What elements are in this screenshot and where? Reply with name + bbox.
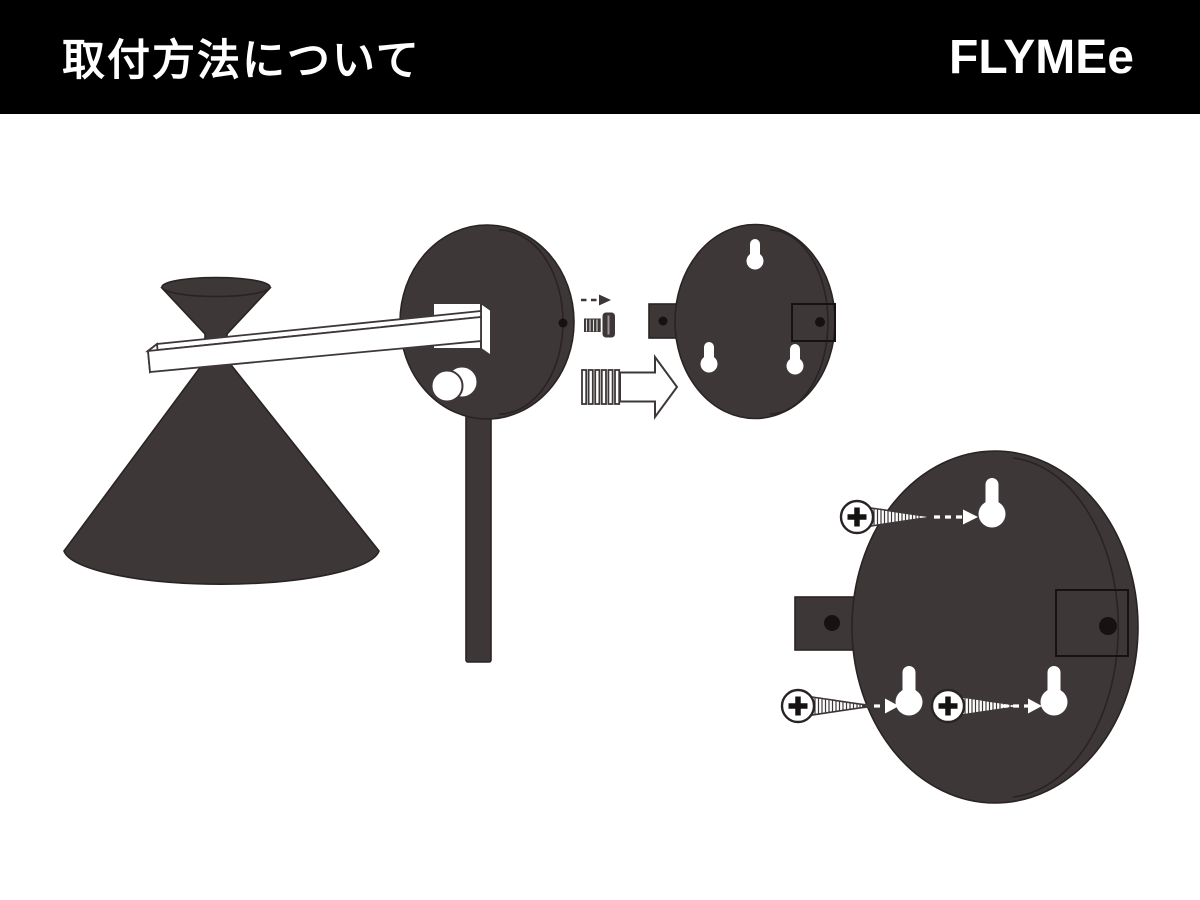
shade-cone — [63, 344, 380, 585]
bracket-rim — [769, 229, 829, 415]
set-screw-arrow — [581, 294, 611, 306]
page-title: 取付方法について — [62, 37, 421, 85]
bracket-right-tab — [791, 303, 836, 342]
bracket-rim — [1012, 457, 1120, 798]
wall-bracket-rear-view — [648, 223, 836, 420]
attach-direction-arrow — [581, 353, 679, 421]
tab-hole — [824, 615, 840, 631]
arrowhead-icon — [885, 698, 899, 714]
power-cord — [465, 414, 492, 663]
block-arrow-icon — [619, 353, 679, 421]
set-screw — [584, 312, 615, 338]
wall-bracket-enlarged-view — [794, 450, 1139, 804]
arrowhead-icon — [963, 509, 978, 525]
arm-front-face — [147, 316, 482, 373]
canopy-knob — [430, 365, 479, 403]
tab-hole — [1099, 617, 1117, 635]
phillips-screw-top — [839, 499, 978, 535]
shade-top-opening — [161, 276, 271, 298]
tab-hole — [815, 317, 825, 327]
header-bar: 取付方法について FLYMEe — [0, 0, 1200, 114]
phillips-screw-bottom-middle — [930, 688, 1042, 724]
tab-hole — [658, 316, 668, 326]
arrowhead-icon — [1028, 698, 1042, 714]
wall-lamp-side-view — [63, 276, 380, 585]
mounting-arm — [144, 310, 482, 374]
phillips-screw-bottom-left — [780, 688, 899, 724]
bracket-right-tab — [1055, 589, 1129, 657]
flymee-logo: FLYMEe — [949, 30, 1134, 84]
installation-diagram — [63, 223, 1139, 804]
canopy-screw-hole — [558, 318, 568, 328]
arrowhead-icon — [599, 294, 611, 306]
bracket-disc — [851, 450, 1139, 804]
